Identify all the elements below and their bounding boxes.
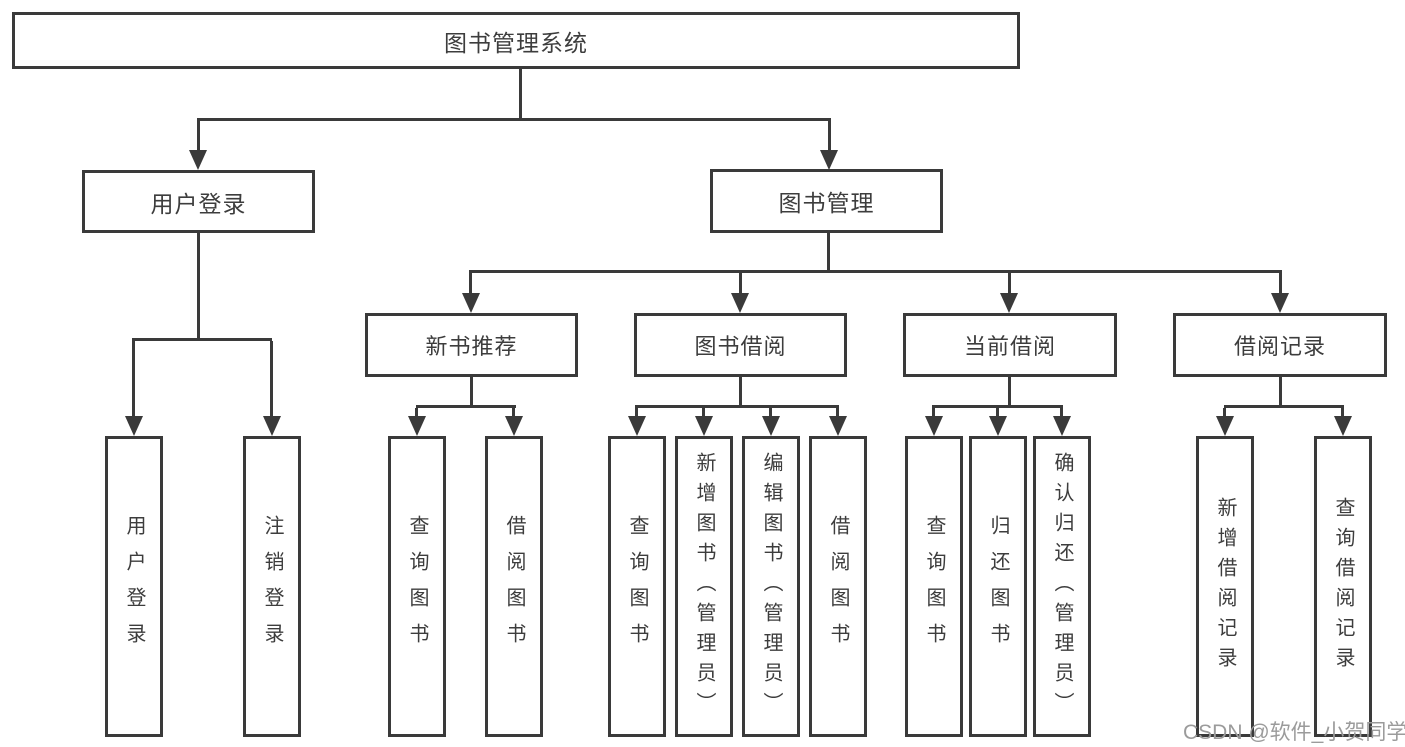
node-new-book-recommendation: 新书推荐 <box>365 313 578 377</box>
connector-borrowing-drop-1 <box>635 408 638 418</box>
connector-current-branch <box>932 405 1063 408</box>
connector-newbooks-branch <box>416 405 516 408</box>
csdn-watermark: CSDN @软件_小贺同学 <box>1183 721 1405 744</box>
connector-records-drop-1 <box>1223 408 1226 418</box>
leaf-current-query-books: 查询图书 <box>905 436 963 737</box>
arrow-down-records-query <box>1334 416 1352 436</box>
arrow-down-current-borrowing <box>1000 293 1018 313</box>
node-book-management: 图书管理 <box>710 169 943 233</box>
connector-borrowing-drop-4 <box>836 408 839 418</box>
leaf-newbooks-query-books-label: 查询图书 <box>406 514 428 659</box>
leaf-borrowing-edit-books-admin: 编辑图书（管理员） <box>742 436 800 737</box>
arrow-down-book-management <box>820 150 838 170</box>
connector-borrowing-drop-2 <box>702 408 705 418</box>
leaf-newbooks-borrow-books: 借阅图书 <box>485 436 543 737</box>
connector-root-stem <box>519 69 522 118</box>
arrow-down-current-return <box>989 416 1007 436</box>
connector-current-drop-2 <box>996 408 999 418</box>
connector-bookmgmt-drop-3 <box>1008 273 1011 295</box>
leaf-borrowing-add-books-admin: 新增图书（管理员） <box>675 436 733 737</box>
arrow-down-newbooks-borrow <box>505 416 523 436</box>
node-book-borrowing-label: 图书借阅 <box>694 334 787 359</box>
node-borrowing-records: 借阅记录 <box>1173 313 1387 377</box>
node-book-borrowing: 图书借阅 <box>634 313 847 377</box>
connector-borrowing-branch <box>635 405 839 408</box>
connector-userlogin-branch <box>132 338 272 341</box>
node-borrowing-records-label: 借阅记录 <box>1233 334 1326 359</box>
arrow-down-book-borrowing <box>731 293 749 313</box>
leaf-logout-label: 注销登录 <box>261 514 283 659</box>
arrow-down-user-login <box>189 150 207 170</box>
node-user-login-label: 用户登录 <box>150 190 247 217</box>
connector-current-drop-1 <box>932 408 935 418</box>
connector-borrowing-stem <box>739 377 742 405</box>
leaf-records-add-record-label: 新增借阅记录 <box>1214 496 1236 677</box>
connector-bookmgmt-drop-2 <box>739 273 742 295</box>
leaf-logout: 注销登录 <box>243 436 301 737</box>
connector-bookmgmt-stem <box>827 233 830 270</box>
leaf-newbooks-query-books: 查询图书 <box>388 436 446 737</box>
node-root-label: 图书管理系统 <box>444 29 588 56</box>
connector-records-branch <box>1224 405 1344 408</box>
leaf-borrowing-edit-books-admin-label: 编辑图书（管理员） <box>760 451 782 722</box>
connector-root-drop-left <box>197 121 200 152</box>
node-current-borrowing: 当前借阅 <box>903 313 1117 377</box>
leaf-borrowing-borrow-books: 借阅图书 <box>809 436 867 737</box>
arrow-down-borrowing-edit <box>762 416 780 436</box>
arrow-down-records-add <box>1216 416 1234 436</box>
connector-userlogin-stem <box>197 233 200 338</box>
leaf-current-confirm-return-admin-label: 确认归还（管理员） <box>1051 451 1073 722</box>
leaf-user-login: 用户登录 <box>105 436 163 737</box>
connector-root-drop-right <box>828 121 831 152</box>
leaf-borrowing-add-books-admin-label: 新增图书（管理员） <box>693 451 715 722</box>
arrow-down-borrowing-add <box>695 416 713 436</box>
arrow-down-borrowing-borrow <box>829 416 847 436</box>
leaf-current-return-books: 归还图书 <box>969 436 1027 737</box>
leaf-current-return-books-label: 归还图书 <box>987 514 1009 659</box>
arrow-down-borrowing-records <box>1271 293 1289 313</box>
leaf-records-query-record-label: 查询借阅记录 <box>1332 496 1354 677</box>
node-book-management-label: 图书管理 <box>778 190 875 216</box>
connector-borrowing-drop-3 <box>769 408 772 418</box>
arrow-down-leaf-user-login <box>125 416 143 436</box>
connector-userlogin-drop-left <box>132 341 135 417</box>
arrow-down-current-confirm <box>1053 416 1071 436</box>
leaf-current-confirm-return-admin: 确认归还（管理员） <box>1033 436 1091 737</box>
connector-newbooks-drop-1 <box>415 408 418 418</box>
leaf-borrowing-query-books: 查询图书 <box>608 436 666 737</box>
connector-bookmgmt-drop-4 <box>1279 273 1282 295</box>
leaf-records-query-record: 查询借阅记录 <box>1314 436 1372 737</box>
connector-records-stem <box>1279 377 1282 405</box>
leaf-newbooks-borrow-books-label: 借阅图书 <box>503 514 525 659</box>
arrow-down-current-query <box>925 416 943 436</box>
connector-current-drop-3 <box>1060 408 1063 418</box>
node-new-book-recommendation-label: 新书推荐 <box>425 334 518 359</box>
leaf-current-query-books-label: 查询图书 <box>923 514 945 659</box>
leaf-borrowing-borrow-books-label: 借阅图书 <box>827 514 849 659</box>
connector-userlogin-drop-right <box>270 341 273 417</box>
connector-current-stem <box>1008 377 1011 405</box>
node-user-login: 用户登录 <box>82 170 315 233</box>
leaf-records-add-record: 新增借阅记录 <box>1196 436 1254 737</box>
connector-root-branch <box>197 118 831 121</box>
arrow-down-new-book-recommendation <box>462 293 480 313</box>
connector-bookmgmt-branch <box>469 270 1282 273</box>
connector-bookmgmt-drop-1 <box>469 273 472 295</box>
leaf-borrowing-query-books-label: 查询图书 <box>626 514 648 659</box>
arrow-down-borrowing-query <box>628 416 646 436</box>
node-root: 图书管理系统 <box>12 12 1020 69</box>
node-current-borrowing-label: 当前借阅 <box>963 334 1056 359</box>
connector-newbooks-drop-2 <box>512 408 515 418</box>
connector-records-drop-2 <box>1341 408 1344 418</box>
leaf-user-login-label: 用户登录 <box>123 514 145 659</box>
arrow-down-newbooks-query <box>408 416 426 436</box>
connector-newbooks-stem <box>470 377 473 405</box>
arrow-down-leaf-logout <box>263 416 281 436</box>
